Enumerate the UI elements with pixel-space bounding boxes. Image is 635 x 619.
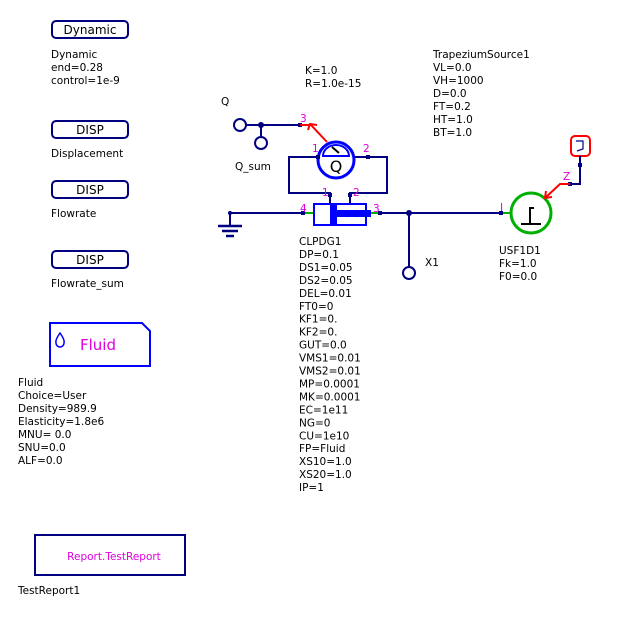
param-line: Density=989.9 xyxy=(18,403,97,415)
q-label: Q xyxy=(221,96,229,108)
param-line: Elasticity=1.8e6 xyxy=(18,416,104,428)
param-line: DP=0.1 xyxy=(299,249,339,261)
param-line: MNU= 0.0 xyxy=(18,429,71,441)
param-line: HT=1.0 xyxy=(433,114,473,126)
port-label: 1 xyxy=(322,187,329,199)
disp-name: Flowrate_sum xyxy=(51,278,124,290)
sensor-params: K=1.0R=1.0e-15 xyxy=(305,65,361,90)
port-label: 3 xyxy=(373,203,380,215)
param-line: GUT=0.0 xyxy=(299,340,347,352)
fluid-params: FluidChoice=UserDensity=989.9Elasticity=… xyxy=(18,377,104,467)
param-line: CU=1e10 xyxy=(299,430,349,442)
param-line: MK=0.0001 xyxy=(299,391,360,403)
param-line: KF2=0. xyxy=(299,327,337,339)
param-line: R=1.0e-15 xyxy=(305,78,361,90)
force-source-usf1d1[interactable] xyxy=(509,191,553,235)
junction xyxy=(258,122,264,128)
disp-displacement-button[interactable]: DISP xyxy=(51,120,129,139)
cylinder-clpdg1[interactable] xyxy=(313,203,371,226)
drop-icon xyxy=(55,331,65,348)
port-label: 2 xyxy=(363,143,370,155)
param-line: SNU=0.0 xyxy=(18,442,66,454)
usf-param: Fk=1.0 xyxy=(499,258,537,270)
param-line: VL=0.0 xyxy=(433,62,472,74)
fluid-title: Fluid xyxy=(80,336,116,354)
report-title: Report.TestReport xyxy=(67,551,161,563)
dynamic-button[interactable]: Dynamic xyxy=(51,20,129,39)
disp-name: Displacement xyxy=(51,148,123,160)
disp-label: DISP xyxy=(76,183,104,197)
port-label: 3 xyxy=(300,113,307,125)
report-label: TestReport1 xyxy=(17,585,80,597)
q-sum-label: Q_sum xyxy=(235,161,271,173)
param-line: DEL=0.01 xyxy=(299,288,352,300)
dynamic-button-label: Dynamic xyxy=(64,23,117,37)
param-line: VMS1=0.01 xyxy=(299,353,361,365)
trapezium-source-block[interactable] xyxy=(570,135,591,157)
param-line: TrapeziumSource1 xyxy=(432,49,530,61)
x1-probe-icon[interactable] xyxy=(402,266,416,280)
x1-label: X1 xyxy=(425,257,439,269)
param-line: VMS2=0.01 xyxy=(299,366,361,378)
disp-label: DISP xyxy=(76,253,104,267)
arrow-icon xyxy=(307,122,318,131)
port-label: 1 xyxy=(312,143,319,155)
param-line: NG=0 xyxy=(299,417,330,429)
ground-icon xyxy=(218,213,242,238)
param-line: end=0.28 xyxy=(51,62,103,74)
trapezium-params: TrapeziumSource1VL=0.0VH=1000D=0.0FT=0.2… xyxy=(432,49,530,139)
port-label: I xyxy=(500,202,503,214)
port-label: 4 xyxy=(300,203,307,215)
junction xyxy=(406,210,412,216)
q-sum-probe-icon[interactable] xyxy=(254,136,268,150)
report-block[interactable]: Report.TestReport xyxy=(34,534,186,576)
disp-name: Flowrate xyxy=(51,208,96,220)
usf-param: F0=0.0 xyxy=(499,271,537,283)
port-label: Z xyxy=(563,171,570,183)
param-line: FT0=0 xyxy=(299,301,333,313)
param-line: Choice=User xyxy=(18,390,87,402)
disp-flowrate-sum-button[interactable]: DISP xyxy=(51,250,129,269)
param-line: CLPDG1 xyxy=(299,236,341,248)
param-line: FP=Fluid xyxy=(299,443,345,455)
param-line: MP=0.0001 xyxy=(299,378,360,390)
disp-label: DISP xyxy=(76,123,104,137)
flow-sensor-q[interactable]: Q xyxy=(316,140,356,180)
arrow-icon xyxy=(543,190,553,200)
sensor-glyph: Q xyxy=(330,157,343,176)
param-line: XS10=1.0 xyxy=(299,456,352,468)
param-line: ALF=0.0 xyxy=(18,455,63,467)
param-line: DS1=0.05 xyxy=(299,262,353,274)
param-line: VH=1000 xyxy=(433,75,484,87)
disp-flowrate-button[interactable]: DISP xyxy=(51,180,129,199)
param-line: FT=0.2 xyxy=(433,101,471,113)
param-line: XS20=1.0 xyxy=(299,469,352,481)
param-line: Dynamic xyxy=(51,49,98,61)
param-line: DS2=0.05 xyxy=(299,275,353,287)
param-line: K=1.0 xyxy=(305,65,337,77)
param-line: control=1e-9 xyxy=(51,75,120,87)
param-line: EC=1e11 xyxy=(299,404,348,416)
param-line: IP=1 xyxy=(299,482,324,494)
usf-name: USF1D1 xyxy=(499,245,541,257)
param-line: Fluid xyxy=(18,377,43,389)
param-line: BT=1.0 xyxy=(433,127,472,139)
clpdg-params: CLPDG1DP=0.1DS1=0.05DS2=0.05DEL=0.01FT0=… xyxy=(299,236,361,494)
fluid-block[interactable]: Fluid xyxy=(49,322,151,367)
port-label: 2 xyxy=(353,187,360,199)
param-line: KF1=0. xyxy=(299,314,337,326)
v-source-icon[interactable] xyxy=(233,118,247,132)
param-line: D=0.0 xyxy=(433,88,467,100)
